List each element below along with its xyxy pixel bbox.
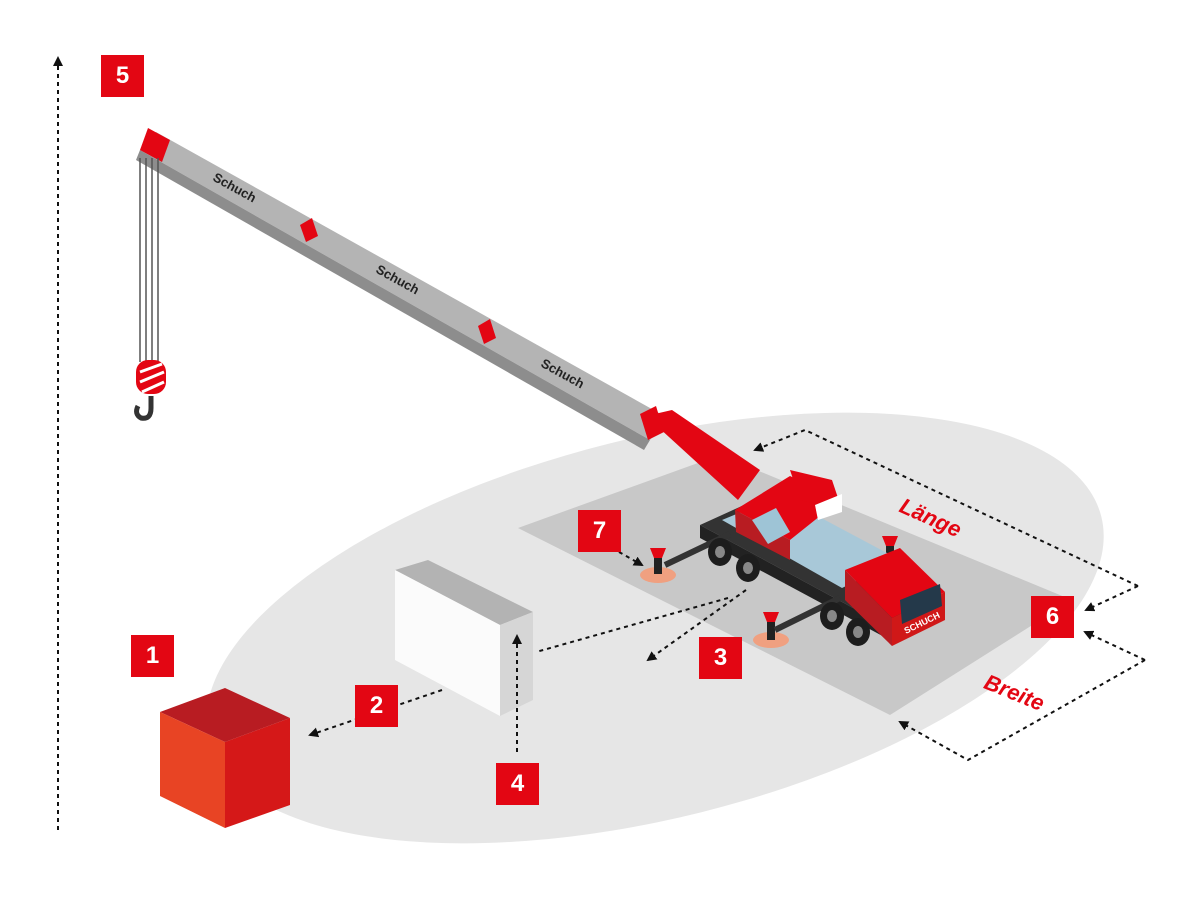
- marker-7: 7: [578, 510, 621, 552]
- length-arrow-upper: [753, 428, 1139, 587]
- width-arrow-upper: [1083, 630, 1146, 661]
- marker-2: 2: [355, 685, 398, 727]
- marker-3: 3: [699, 637, 742, 679]
- marker-4: 4: [496, 763, 539, 805]
- length-arrow-lower: [1084, 585, 1139, 612]
- outrigger-arrow-7: [611, 547, 644, 566]
- marker-5: 5: [101, 55, 144, 97]
- width-arrow-lower: [898, 659, 1146, 762]
- distance-arrow-3b: [535, 597, 729, 653]
- crane-truck: SCHUCH: [663, 470, 945, 646]
- dimension-arrows: [53, 56, 1146, 830]
- outrigger-pad-front-left: [640, 567, 676, 583]
- load-cube: [160, 688, 290, 828]
- marker-1: 1: [131, 635, 174, 677]
- crane-hook: [134, 158, 166, 421]
- marker-6: 6: [1031, 596, 1074, 638]
- swing-area-ellipse: [206, 412, 1104, 844]
